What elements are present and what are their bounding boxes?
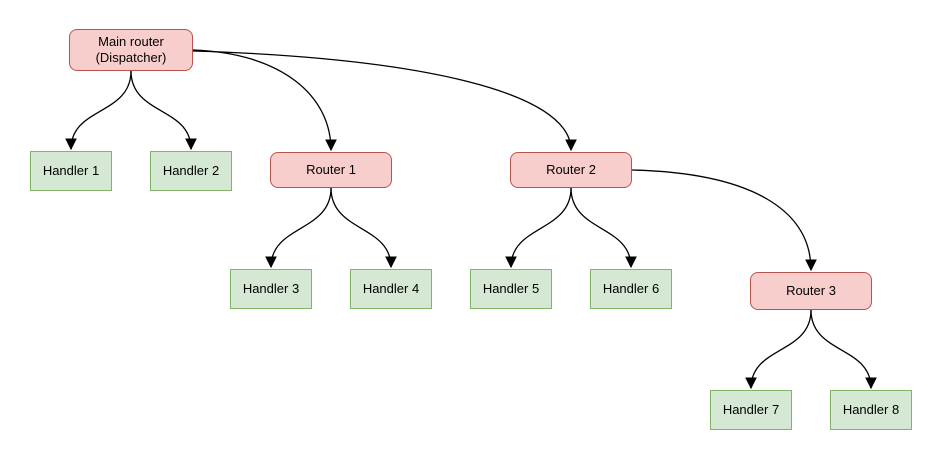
node-handler-6-label: Handler 6 <box>602 280 660 296</box>
node-handler-4: Handler 4 <box>350 269 432 309</box>
node-handler-7: Handler 7 <box>710 390 792 430</box>
node-handler-3-label: Handler 3 <box>242 280 300 296</box>
edge-router-1-to-handler-4 <box>330 187 397 269</box>
edge-main-router-to-handler-1 <box>65 70 132 151</box>
node-handler-5: Handler 5 <box>470 269 552 309</box>
node-main-router: Main router (Dispatcher) <box>69 29 193 71</box>
node-handler-2: Handler 2 <box>150 151 232 191</box>
edge-router-1-to-handler-3 <box>265 187 332 269</box>
node-router-3: Router 3 <box>750 272 872 310</box>
edge-router-2-to-router-3 <box>631 169 817 272</box>
node-router-3-label: Router 3 <box>786 282 836 298</box>
node-handler-6: Handler 6 <box>590 269 672 309</box>
node-handler-3: Handler 3 <box>230 269 312 309</box>
node-router-1: Router 1 <box>270 152 392 188</box>
edge-main-router-to-router-2 <box>192 50 577 152</box>
node-handler-5-label: Handler 5 <box>482 280 540 296</box>
node-handler-8-label: Handler 8 <box>842 401 900 417</box>
edge-router-3-to-handler-7 <box>745 309 812 390</box>
node-handler-4-label: Handler 4 <box>362 280 420 296</box>
node-router-2: Router 2 <box>510 152 632 188</box>
edge-router-3-to-handler-8 <box>810 309 877 390</box>
edge-router-2-to-handler-5 <box>505 187 572 269</box>
node-main-router-label: Main router (Dispatcher) <box>95 33 167 65</box>
node-handler-1-label: Handler 1 <box>42 162 100 178</box>
node-handler-1: Handler 1 <box>30 151 112 191</box>
edge-main-router-to-handler-2 <box>130 70 197 151</box>
node-handler-8: Handler 8 <box>830 390 912 430</box>
edge-router-2-to-handler-6 <box>570 187 637 269</box>
node-router-2-label: Router 2 <box>546 161 596 177</box>
node-router-1-label: Router 1 <box>306 161 356 177</box>
node-handler-2-label: Handler 2 <box>162 162 220 178</box>
node-handler-7-label: Handler 7 <box>722 401 780 417</box>
edge-main-router-to-router-1 <box>192 49 337 152</box>
